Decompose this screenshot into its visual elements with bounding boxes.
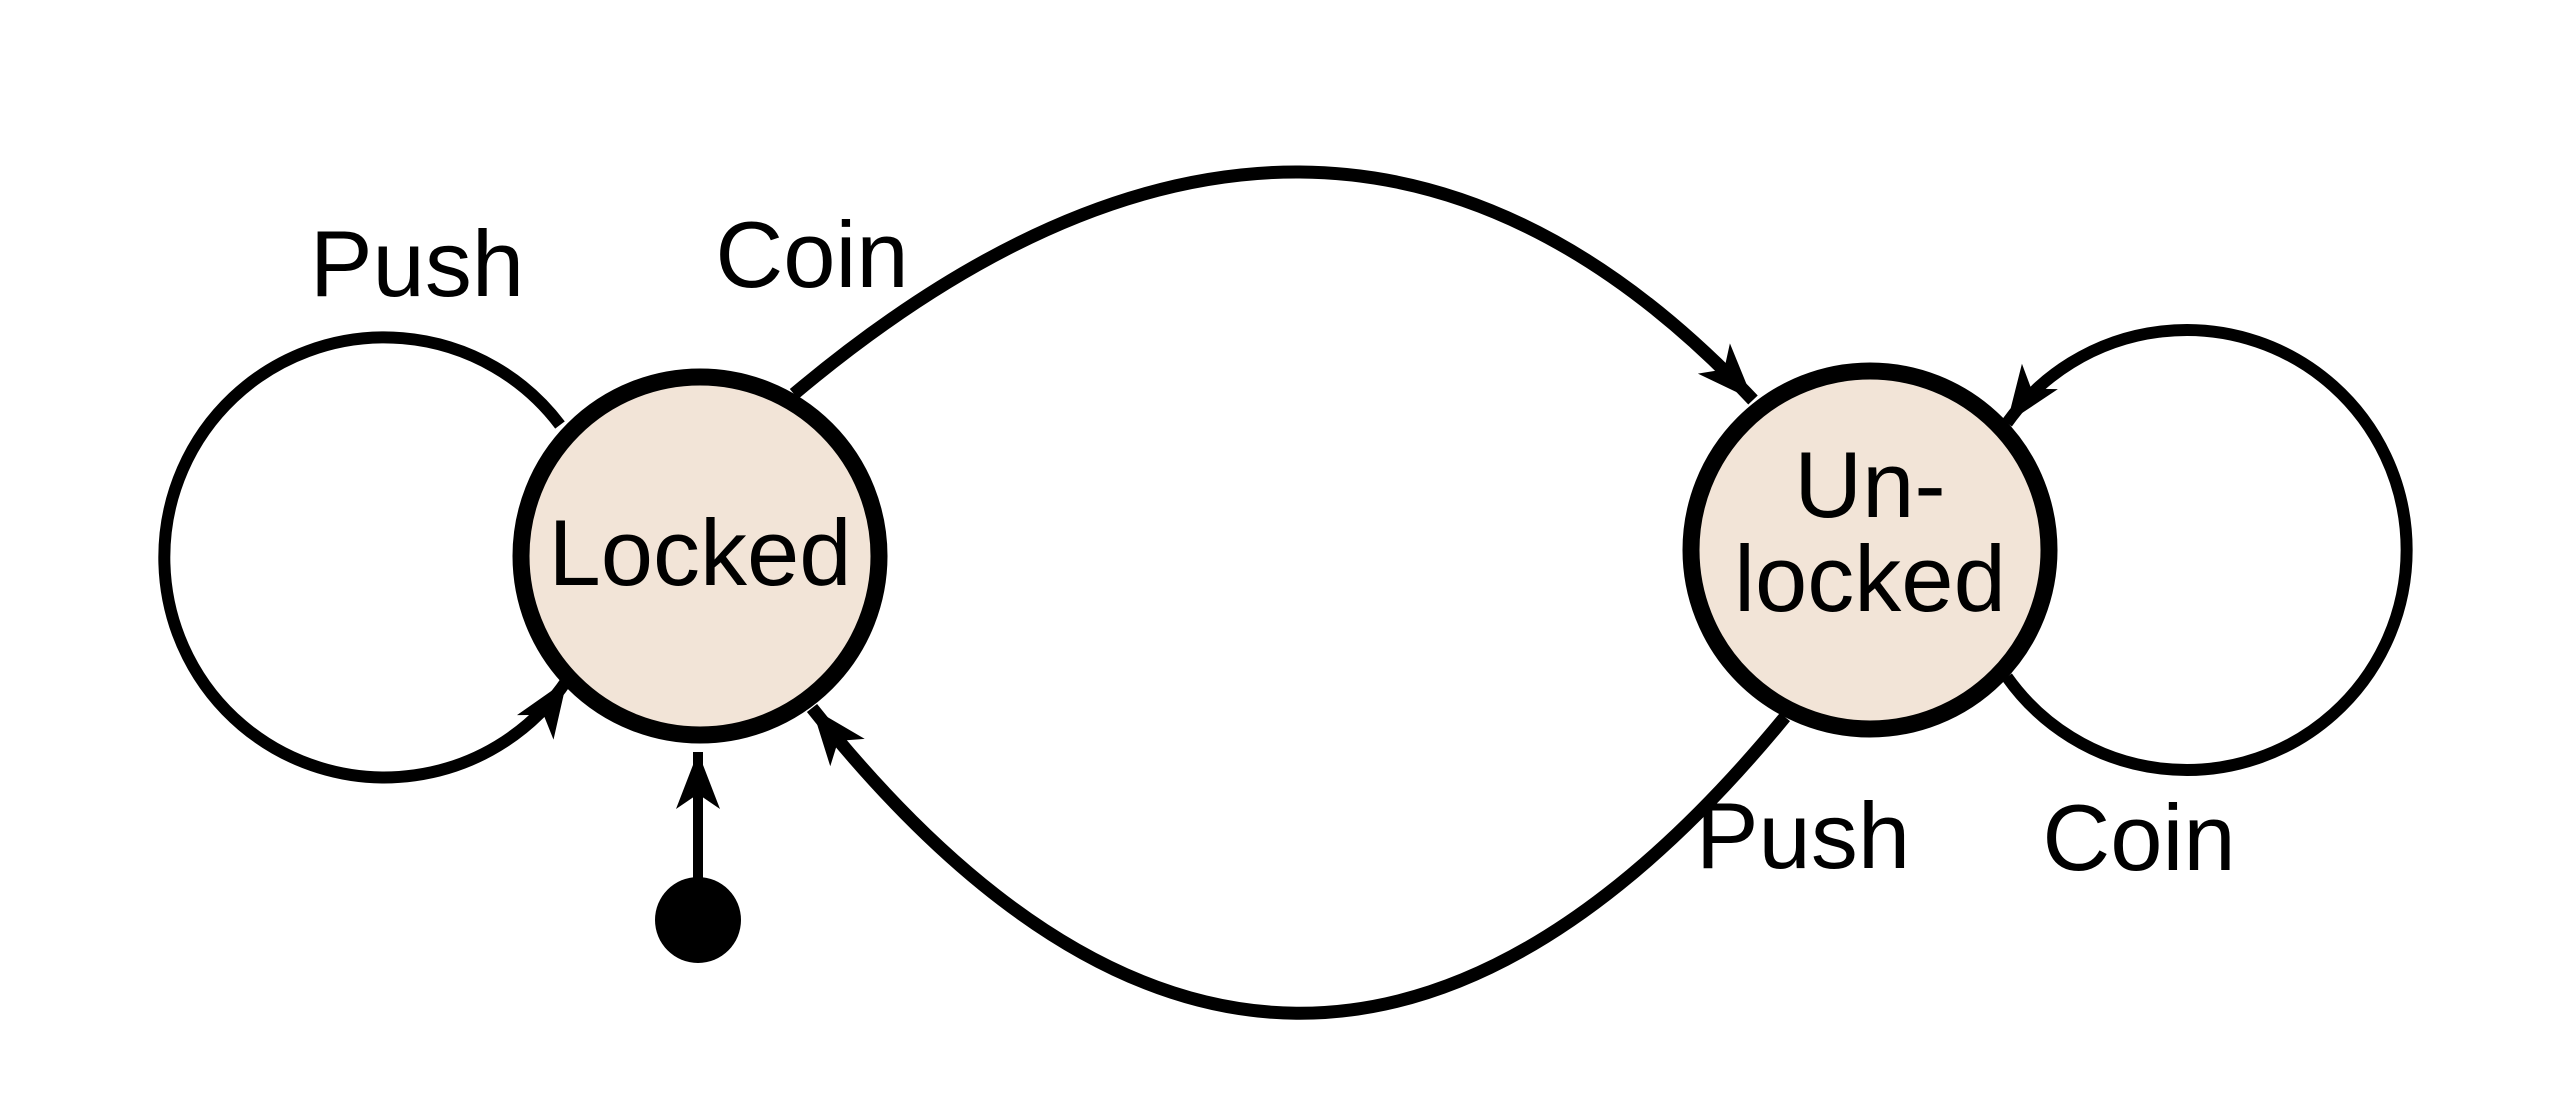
label-coin-locked-to-unlocked: Coin [715,202,908,307]
label-push-self-locked: Push [310,211,524,316]
state-unlocked-label-line2: locked [1734,526,2006,631]
self-loop-push-locked [158,331,572,784]
state-locked-label: Locked [548,500,851,605]
initial-state-dot [655,877,741,963]
transition-coin-locked-to-unlocked [789,165,1758,405]
label-push-unlocked-to-locked: Push [1696,783,1910,888]
state-locked-circle [512,368,888,744]
label-coin-self-unlocked: Coin [2042,785,2235,890]
transition-push-unlocked-to-locked [806,703,1791,1020]
state-unlocked-label-line1: Un- [1794,432,1945,537]
self-loop-coin-unlocked [2002,324,2413,776]
state-unlocked-circle [1682,362,2058,738]
